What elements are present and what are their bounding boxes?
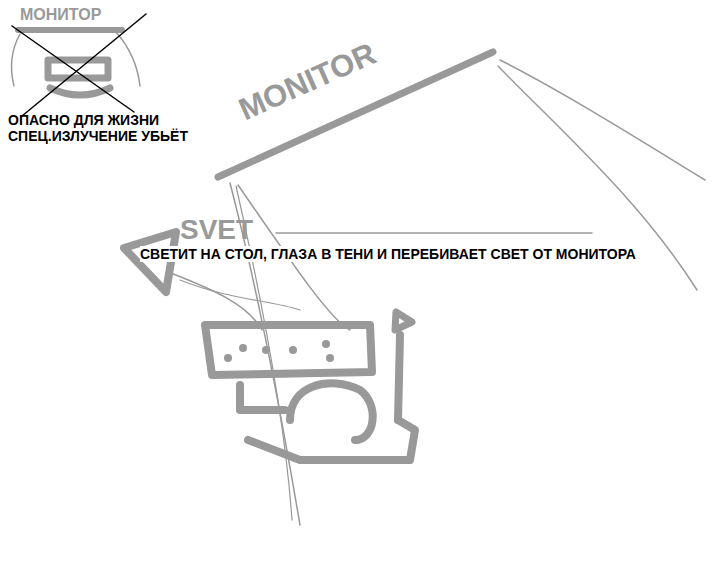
lamp-label: SVET <box>180 214 253 246</box>
desk-and-person <box>205 312 415 460</box>
cross-out <box>12 14 146 116</box>
monitor-label: МОНИТОР <box>20 6 101 24</box>
lamp-note: СВЕТИТ НА СТОЛ, ГЛАЗА В ТЕНИ И ПЕРЕБИВАЕ… <box>140 246 636 262</box>
monitor-sketch <box>218 52 705 525</box>
warning-note: ОПАСНО ДЛЯ ЖИЗНИ СПЕЦ.ИЗЛУЧЕНИЕ УБЬЁТ <box>8 112 258 144</box>
